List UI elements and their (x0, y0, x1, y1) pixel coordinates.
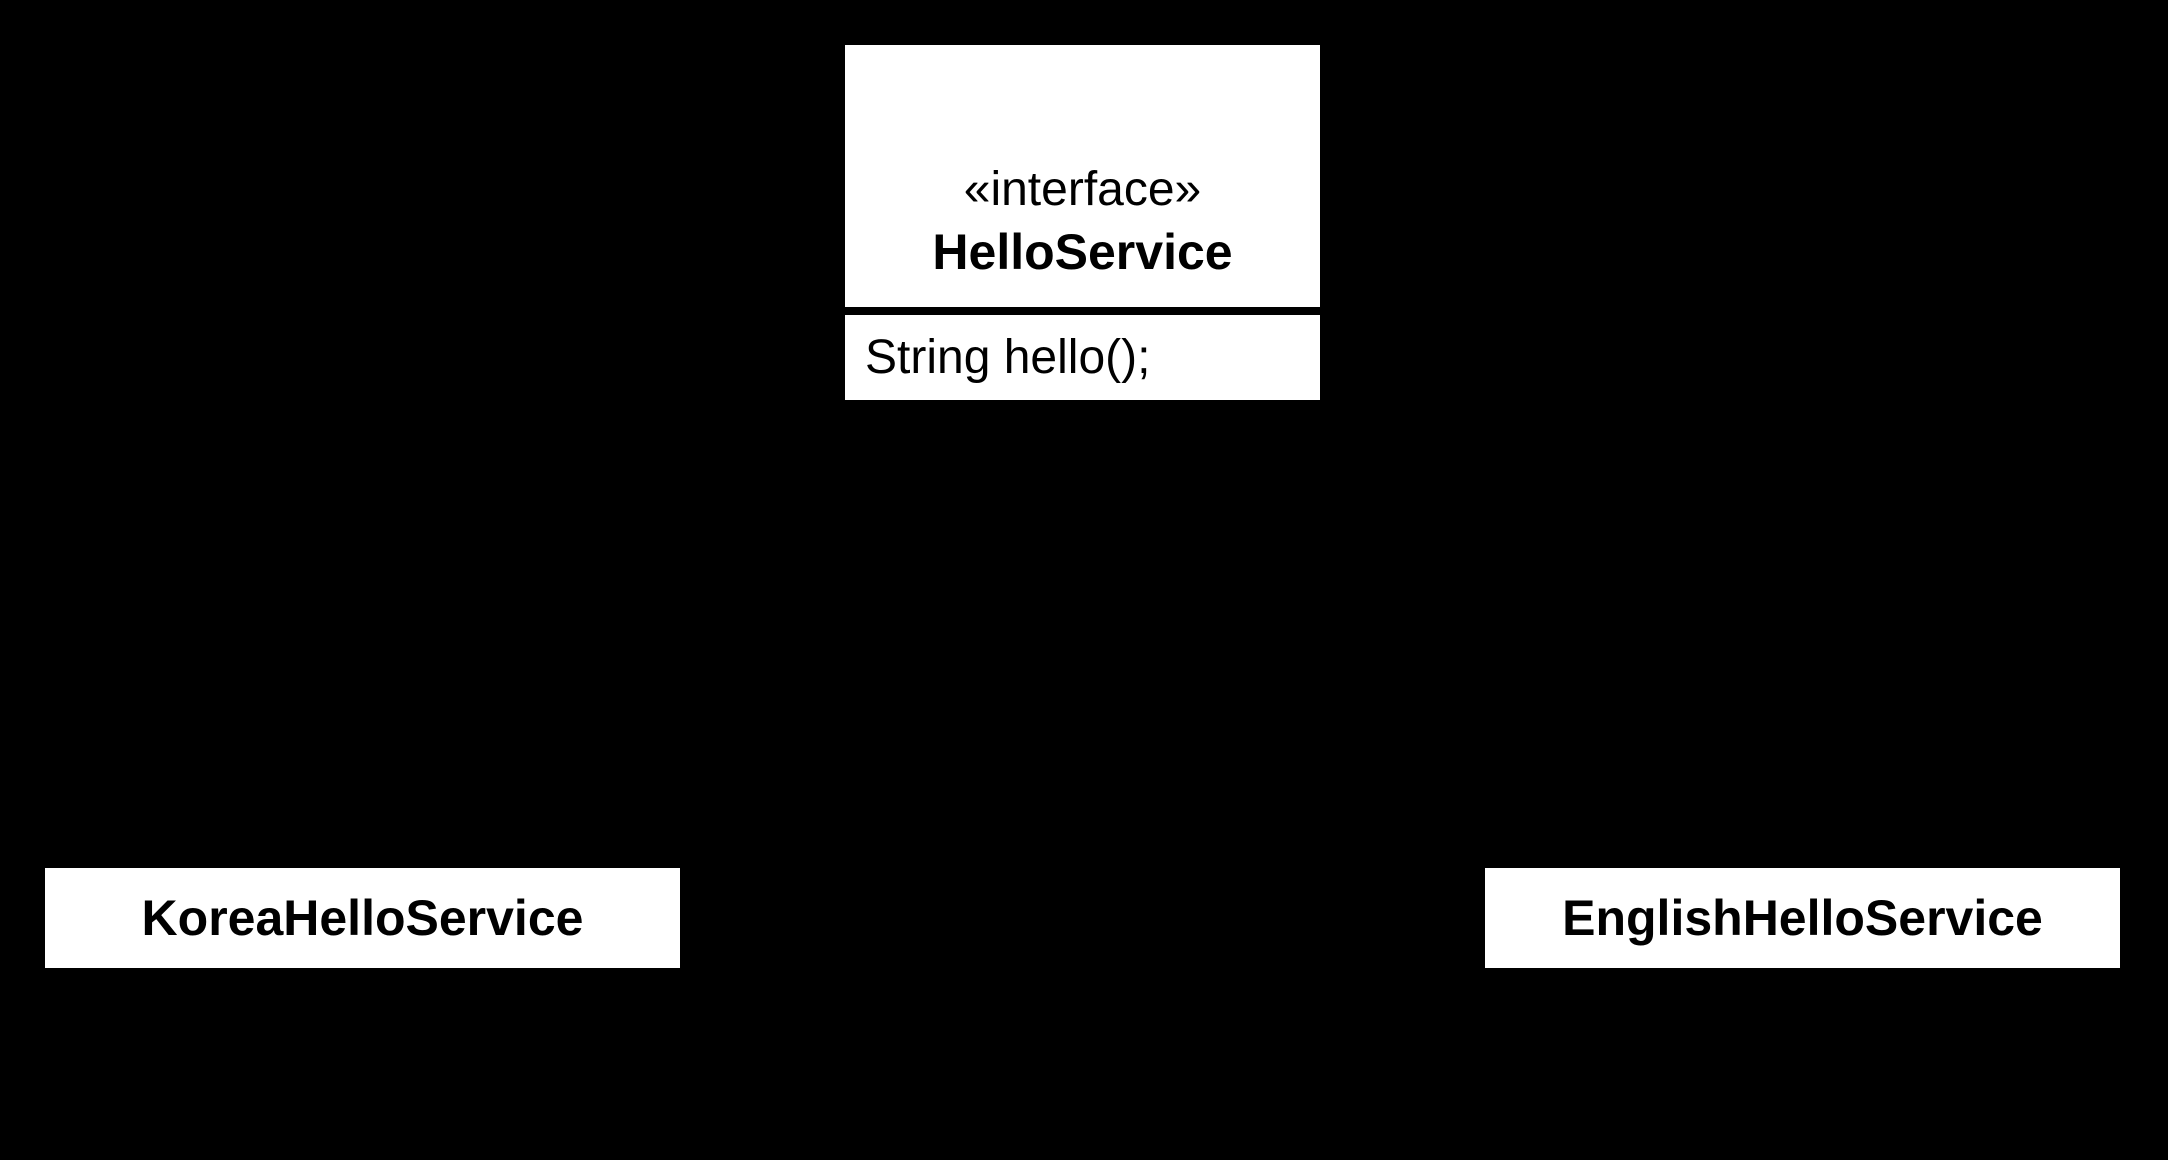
uml-interface-box: «interface» HelloService String hello(); (845, 45, 1320, 400)
interface-stereotype-label: «interface» (963, 163, 1202, 216)
uml-class-box-korea: KoreaHelloService (45, 868, 680, 968)
interface-method-compartment: String hello(); (845, 315, 1320, 400)
interface-name-label: HelloService (932, 224, 1233, 280)
class-name-label: EnglishHelloService (1562, 890, 2043, 946)
compartment-divider (845, 307, 1320, 315)
interface-method-label: String hello(); (865, 330, 1151, 384)
class-name-label: KoreaHelloService (141, 890, 584, 946)
uml-class-box-english: EnglishHelloService (1485, 868, 2120, 968)
interface-header-compartment: «interface» HelloService (845, 45, 1320, 307)
